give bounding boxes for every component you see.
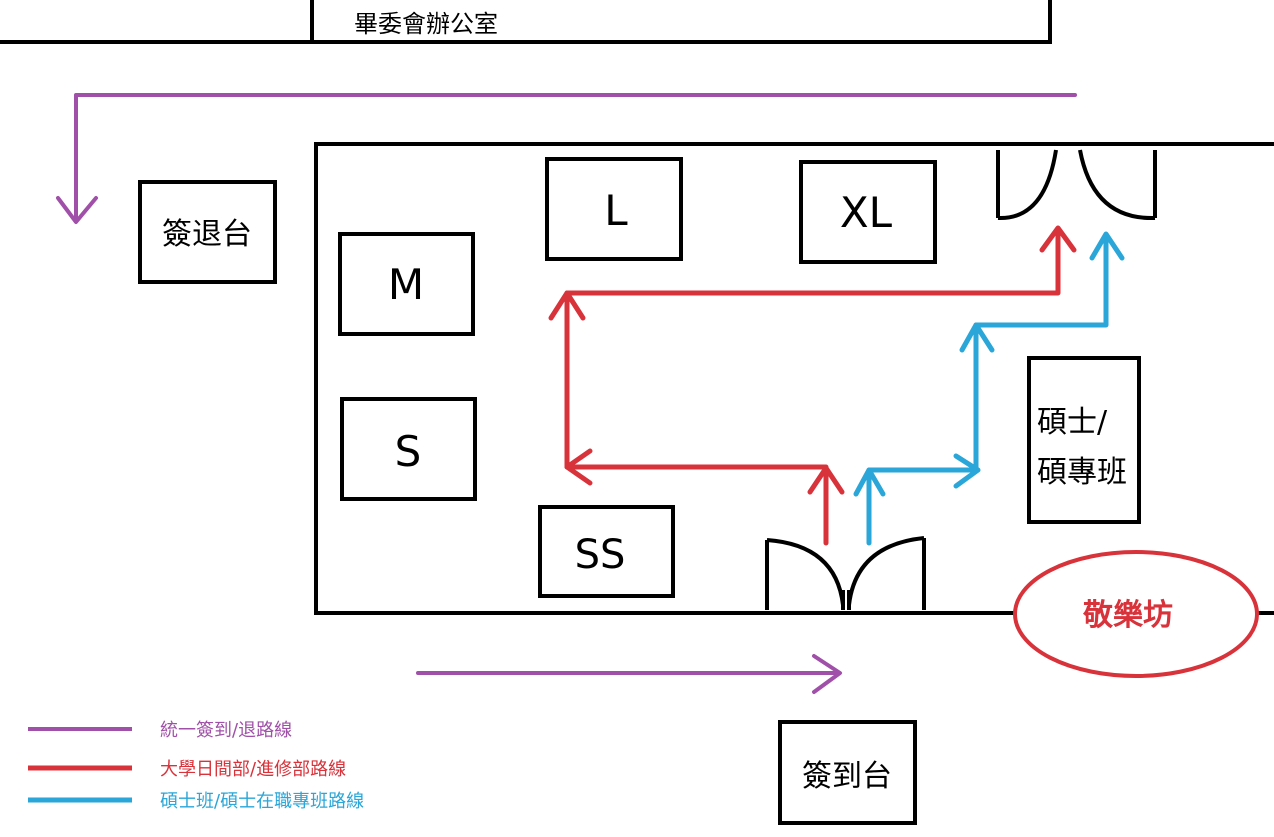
checkin-desk-label: 簽到台 [802, 759, 892, 794]
venue-label: 敬樂坊 [1082, 598, 1173, 633]
size-s-label: S [395, 427, 422, 476]
entrance-door-bottom [765, 536, 926, 610]
masters-room-line1: 碩士/ [1037, 405, 1108, 440]
legend-item-masters-route: 碩士班/碩士在職專班路線 [28, 791, 364, 812]
exit-door-top [996, 149, 1157, 221]
legend: 統一簽到/退路線 大學日間部/進修部路線 碩士班/碩士在職專班路線 [28, 720, 364, 812]
purple-route-top [56, 93, 1077, 224]
checkout-desk-label: 簽退台 [162, 217, 252, 252]
size-m-label: M [388, 260, 424, 309]
size-box-ss: SS [538, 505, 675, 598]
legend-item-undergrad-route: 大學日間部/進修部路線 [28, 759, 346, 780]
legend-label-masters-route: 碩士班/碩士在職專班路線 [160, 791, 364, 812]
venue: 敬樂坊 [1013, 550, 1259, 678]
legend-label-checkin-route: 統一簽到/退路線 [160, 720, 292, 741]
blue-route [853, 231, 1125, 546]
checkin-desk: 簽到台 [778, 720, 917, 825]
size-box-xl: XL [799, 160, 937, 264]
size-l-label: L [604, 186, 628, 235]
checkout-desk: 簽退台 [138, 180, 277, 284]
size-box-l: L [545, 157, 683, 261]
size-box-s: S [340, 397, 477, 501]
legend-item-checkin-route: 統一簽到/退路線 [28, 720, 292, 741]
purple-route-bottom [416, 654, 842, 694]
legend-label-undergrad-route: 大學日間部/進修部路線 [160, 759, 346, 780]
office-label: 畢委會辦公室 [354, 10, 498, 38]
masters-room-line2: 碩專班 [1037, 455, 1127, 490]
size-xl-label: XL [840, 188, 893, 237]
masters-room: 碩士/ 碩專班 [1027, 356, 1141, 524]
main-hall [314, 142, 1274, 615]
red-route [548, 225, 1077, 546]
size-ss-label: SS [575, 532, 626, 578]
office: 畢委會辦公室 [0, 0, 1052, 44]
size-box-m: M [338, 232, 475, 336]
